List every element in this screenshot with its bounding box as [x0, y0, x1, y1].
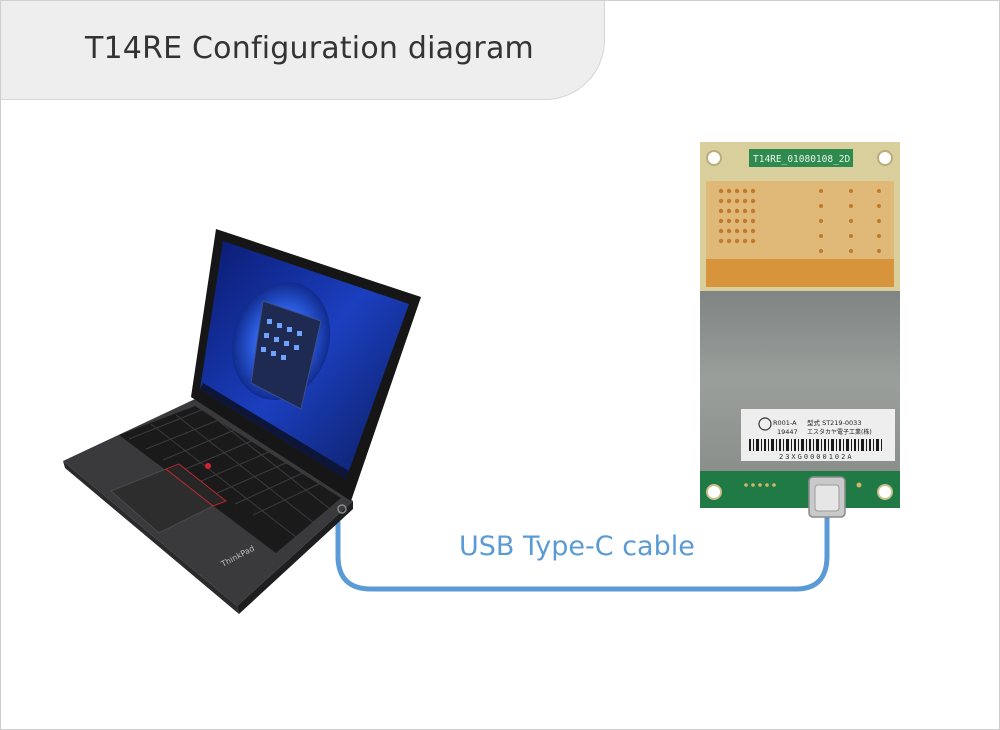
- laptop-usb-c-port: [337, 504, 347, 514]
- pcb-label-plate: [749, 149, 853, 167]
- mount-hole-top-left: [706, 150, 722, 166]
- sticker-line-1: R001-A: [773, 419, 797, 427]
- screen-taskbar: [200, 383, 349, 479]
- t14re-module: T14RE_01080108_2D R001-A 19447 型式 ST219-…: [700, 142, 900, 518]
- trackpoint: [205, 463, 211, 469]
- sticker-line-2: 19447: [777, 428, 798, 436]
- laptop: ThinkPad: [63, 229, 421, 614]
- mount-hole-top-right: [877, 150, 893, 166]
- cable-label: USB Type-C cable: [459, 531, 695, 562]
- sticker-model: 型式 ST219-0033: [807, 418, 861, 427]
- cert-mark-icon: [758, 417, 772, 431]
- mount-hole-bottom-right: [877, 484, 893, 500]
- usb-cable: [335, 513, 830, 592]
- module-bottom-pcb: [700, 471, 900, 508]
- sticker-maker: エスタカヤ電子工業(株): [807, 428, 872, 436]
- diagram-title: T14RE Configuration diagram: [85, 31, 534, 66]
- barcode: [749, 439, 882, 451]
- mount-hole-bottom-left: [706, 484, 722, 500]
- barcode-text: 23XG0000102A: [779, 453, 854, 461]
- pcb-label-text: T14RE_01080108_2D: [753, 154, 851, 165]
- title-tab: T14RE Configuration diagram: [1, 1, 605, 100]
